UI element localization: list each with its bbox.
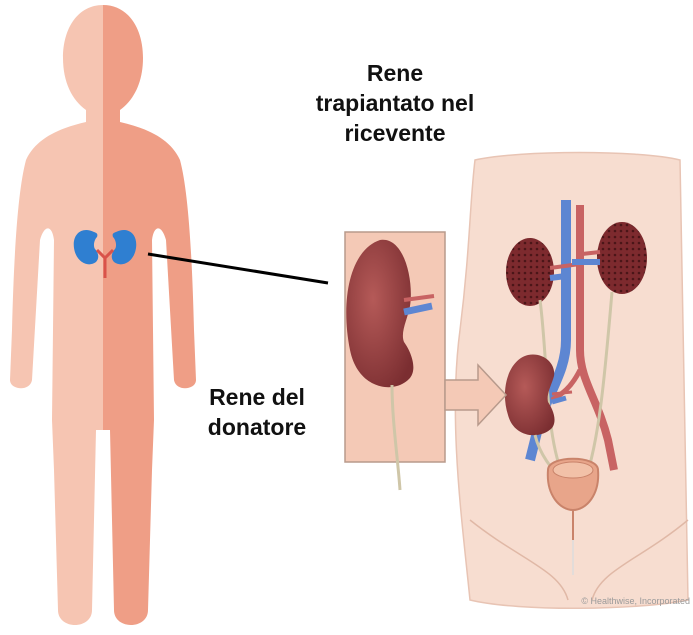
- donor-label-line-1: Rene del: [182, 382, 332, 412]
- recipient-label-line-3: ricevente: [280, 118, 510, 148]
- image-credit: © Healthwise, Incorporated: [520, 596, 690, 606]
- recipient-label-line-1: Rene: [280, 58, 510, 88]
- donor-kidney-inset: [345, 232, 445, 490]
- recipient-label-line-2: trapiantato nel: [280, 88, 510, 118]
- recipient-kidney-label: Rene trapiantato nel ricevente: [280, 58, 510, 148]
- donor-label-line-2: donatore: [182, 412, 332, 442]
- donor-kidney-label: Rene del donatore: [182, 382, 332, 442]
- human-silhouette-icon: [10, 5, 196, 625]
